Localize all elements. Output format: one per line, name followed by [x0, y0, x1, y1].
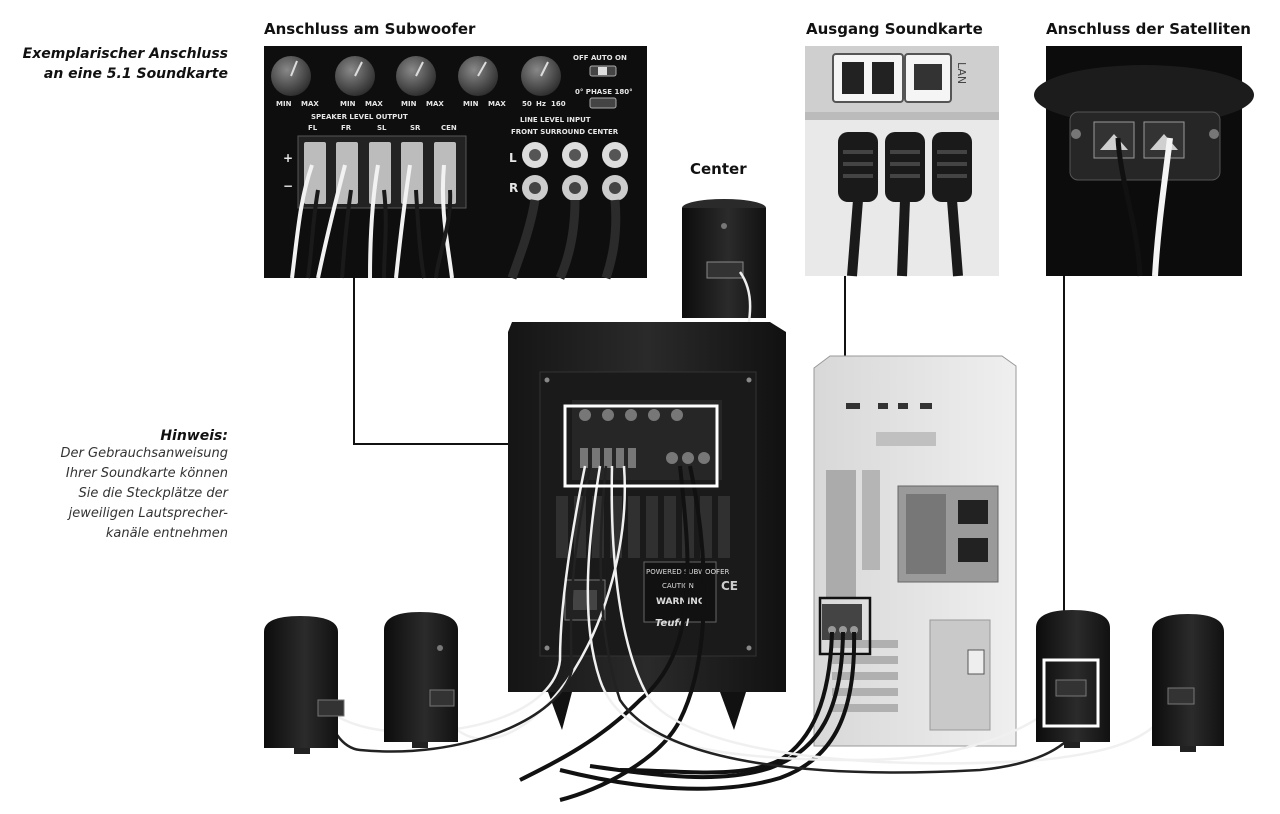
phase-switch-icon	[589, 97, 617, 109]
ce-label: CE	[721, 579, 738, 593]
knob-min-label: MIN	[463, 100, 479, 108]
phase-label: 0° PHASE 180°	[575, 88, 633, 96]
knob-icon	[271, 56, 561, 96]
pc-tower	[813, 355, 1017, 747]
caution-label: CAUTION	[662, 582, 694, 590]
line-input-label: LINE LEVEL INPUT	[520, 116, 591, 124]
knob-max-label: MAX	[301, 100, 319, 108]
r-label: R	[509, 181, 518, 195]
hint-note: Hinweis: Der Gebrauchsanweisung Ihrer So…	[20, 428, 228, 544]
satellite-detail-photo	[1034, 46, 1254, 277]
brand-label: Teufel	[655, 618, 690, 629]
speaker-terminal-icon	[1093, 121, 1185, 159]
caption-subwoofer: Anschluss am Subwoofer	[264, 20, 476, 38]
knob-max-label: MAX	[426, 100, 444, 108]
hint-line: Sie die Steckplätze der	[78, 486, 229, 501]
audio-plug-icon	[838, 132, 972, 202]
minus-label: −	[283, 179, 293, 193]
switch-labels: OFF AUTO ON	[573, 54, 627, 62]
warning-label: WARNING	[656, 597, 705, 607]
l-label: L	[509, 151, 517, 165]
knob-max-label: MAX	[488, 100, 506, 108]
caption-soundcard: Ausgang Soundkarte	[806, 20, 983, 38]
soundcard-detail-photo: LAN	[805, 46, 999, 277]
intro-text: Exemplarischer Anschluss an eine 5.1 Sou…	[20, 44, 228, 84]
speaker-output-label: SPEAKER LEVEL OUTPUT	[311, 113, 408, 121]
satellite-speaker	[1036, 610, 1110, 748]
lan-label: LAN	[955, 62, 968, 84]
hint-line: jeweiligen Lautsprecher-	[68, 506, 228, 521]
satellite-speaker	[1152, 614, 1224, 752]
satellite-speaker	[384, 612, 458, 748]
freq-unit-label: Hz	[536, 100, 546, 108]
channel-label: SR	[410, 124, 421, 132]
hint-line: Der Gebrauchsanweisung	[60, 446, 228, 461]
knob-min-label: MIN	[401, 100, 417, 108]
knob-max-label: MAX	[365, 100, 383, 108]
rca-jack-icon	[522, 142, 628, 201]
hint-title: Hinweis:	[160, 428, 228, 444]
channel-label: FL	[308, 124, 318, 132]
channel-label: CEN	[441, 124, 457, 132]
freq-right-label: 160	[551, 100, 566, 108]
line-input-sub-label: FRONT SURROUND CENTER	[511, 128, 619, 136]
freq-left-label: 50	[522, 100, 532, 108]
subwoofer-detail-photo: MIN MAX MIN MAX MIN MAX MIN MAX 50 Hz 16…	[264, 46, 647, 280]
caption-center: Center	[690, 160, 747, 178]
hint-line: Ihrer Soundkarte können	[65, 466, 228, 481]
satellite-speaker	[264, 616, 345, 754]
knob-min-label: MIN	[340, 100, 356, 108]
caption-satellites: Anschluss der Satelliten	[1046, 20, 1251, 38]
intro-line-1: Exemplarischer Anschluss	[22, 46, 228, 62]
subwoofer-body: POWERED SUBWOOFER CAUTION WARNING CE Teu…	[508, 322, 786, 730]
plus-label: +	[283, 151, 293, 165]
intro-line-2: an eine 5.1 Soundkarte	[43, 66, 228, 82]
highlight-boxes	[563, 404, 1100, 728]
knob-min-label: MIN	[276, 100, 292, 108]
channel-label: SL	[377, 124, 387, 132]
hint-line: kanäle entnehmen	[105, 526, 228, 541]
channel-label: FR	[341, 124, 352, 132]
cables	[519, 465, 857, 802]
